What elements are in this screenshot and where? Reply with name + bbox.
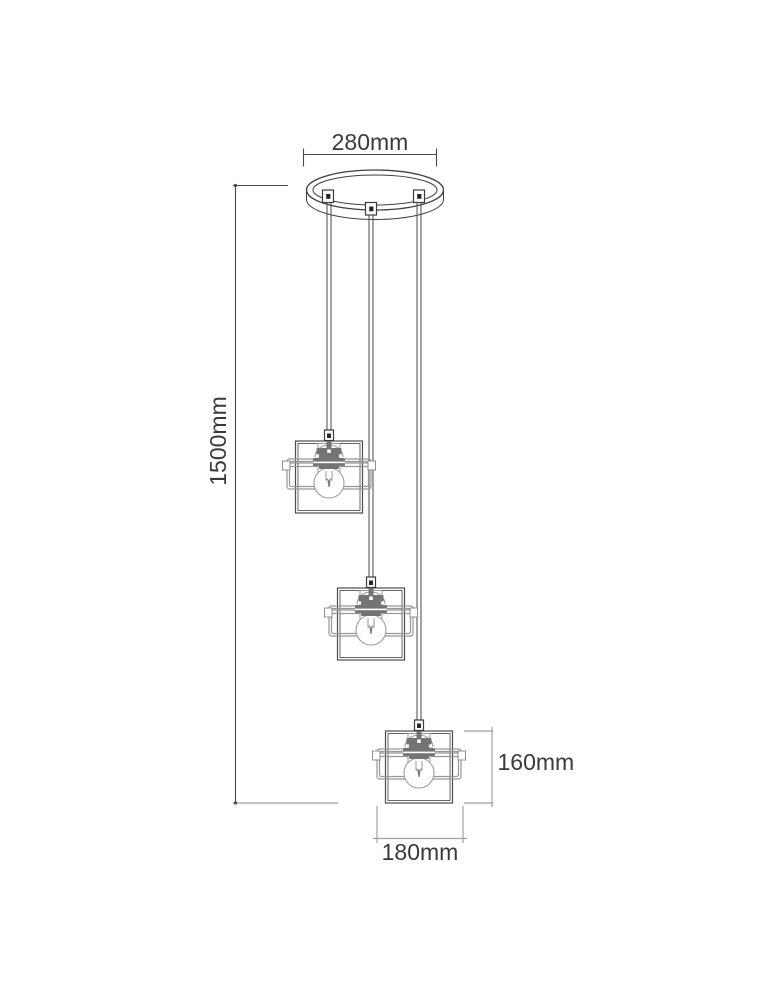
shade-width-label: 180mm — [382, 839, 459, 865]
shade-height-label: 160mm — [498, 749, 575, 775]
dimension-end-dot — [233, 183, 238, 188]
lamp-shade-top — [281, 429, 377, 514]
dimension-shade-height: 160mm — [464, 727, 574, 807]
lamp-shade-bottom — [371, 719, 467, 804]
suspension-cords — [326, 202, 422, 721]
dimension-end-dot — [233, 801, 238, 805]
canopy-grip-screw — [326, 194, 331, 199]
dimension-shade-width: 180mm — [373, 806, 467, 865]
dimension-suspension-height: 1500mm — [205, 183, 338, 805]
canopy-grip-screw — [417, 194, 422, 199]
suspension-height-label: 1500mm — [205, 396, 231, 485]
lamp-shade-middle — [323, 576, 419, 661]
canopy-grip-screw — [369, 206, 374, 212]
dimension-canopy-width: 280mm — [302, 129, 438, 167]
canopy-width-label: 280mm — [332, 129, 409, 155]
canopy-bottom-edge — [306, 199, 444, 220]
ceiling-canopy — [305, 169, 445, 220]
